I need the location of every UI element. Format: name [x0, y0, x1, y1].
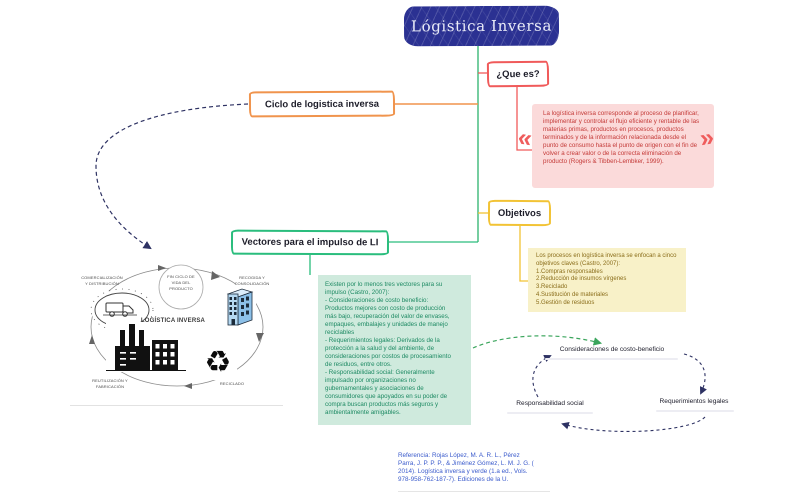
legal-underline: [656, 410, 734, 412]
arrow-social-to-cost: [532, 354, 552, 398]
objective-item: 3.Reciclado: [536, 284, 568, 291]
label-end-of-life: FIN CICLO DE VIDA DEL PRODUCTO: [167, 274, 195, 292]
objective-item: 4.Sustitución de materiales: [536, 291, 609, 298]
reference-text[interactable]: Referencia: Rojas López, M. A. R. L., Pé…: [398, 452, 534, 483]
title-node[interactable]: Lógistica Inversa: [403, 5, 560, 47]
cost-benefit-underline: [545, 358, 678, 360]
node-ciclo-label: Ciclo de logistica inversa: [264, 98, 380, 110]
node-ciclo[interactable]: Ciclo de logistica inversa: [248, 90, 396, 118]
title-label: Lógistica Inversa: [410, 16, 553, 36]
arrow-legal-to-social: [561, 416, 706, 433]
cycle-social[interactable]: Responsabilidad social: [516, 400, 584, 407]
cycle-image[interactable]: FIN CICLO DE VIDA DEL PRODUCTO COMERCIAL…: [70, 250, 285, 408]
arrow-cost-to-legal: [683, 353, 707, 395]
node-objetivos-label: Objetivos: [497, 207, 542, 219]
cycle-cost-benefit[interactable]: Consideraciones de costo-beneficio: [559, 346, 665, 353]
vectors-text: Existen por lo menos tres vectores para …: [325, 281, 451, 416]
node-objetivos[interactable]: Objetivos: [487, 199, 552, 227]
objective-item: 5.Gestión de residuos: [536, 299, 595, 306]
label-collection: RECOGIDA Y CONSOLIDACIÓN: [234, 275, 270, 287]
reference-divider: [398, 491, 550, 492]
objectives-box[interactable]: Los procesos en logística inversa se enf…: [528, 248, 686, 312]
label-reuse: REUTILIZACIÓN Y FABRICACIÓN: [92, 378, 128, 390]
arrow-ciclo-to-image: [95, 103, 249, 250]
cycle-legal[interactable]: Requerimientos legales: [659, 398, 729, 405]
label-distribution: COMERCIALIZACIÓN Y DISTRIBUCIÓN: [81, 275, 123, 287]
social-underline: [507, 412, 593, 414]
definition-box[interactable]: La logística inversa corresponde al proc…: [532, 104, 714, 188]
node-vectores-label: Vectores para el impulso de LI: [241, 236, 379, 249]
objective-item: 1.Compras responsables: [536, 268, 603, 275]
objectives-intro: Los procesos en logística inversa se enf…: [536, 253, 677, 267]
definition-text: La logística inversa corresponde al proc…: [543, 110, 700, 166]
node-que-es-label: ¿Que es?: [496, 68, 540, 80]
label-logistica-inversa: LOGÍSTICA INVERSA: [140, 318, 206, 324]
objective-item: 2.Reducción de insumos vírgenes: [536, 276, 627, 283]
node-que-es[interactable]: ¿Que es?: [486, 60, 550, 88]
vectors-box[interactable]: Existen por lo menos tres vectores para …: [318, 275, 471, 425]
label-recycle: RECICLADO: [219, 381, 245, 386]
image-divider: [70, 405, 283, 406]
connector-objectives-box: [519, 226, 528, 282]
